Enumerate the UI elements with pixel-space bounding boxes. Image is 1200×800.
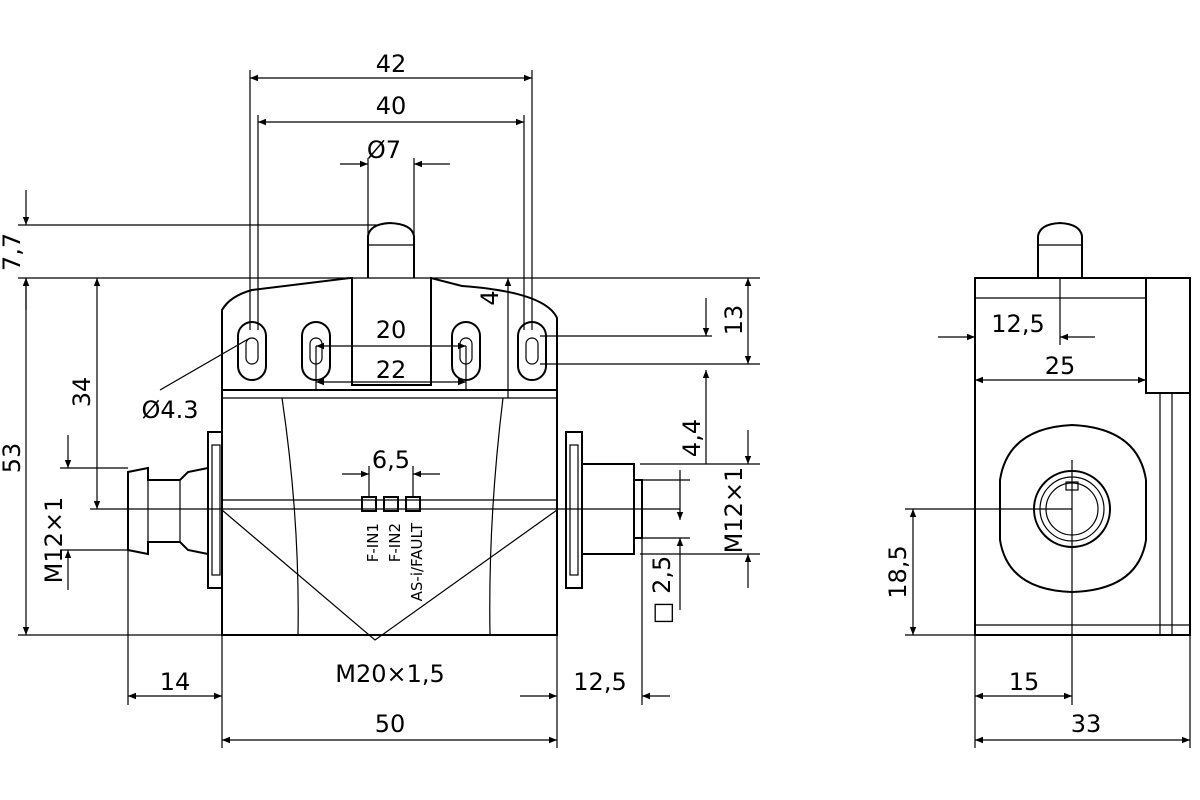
dim-plunger-dia: Ø7	[367, 136, 401, 164]
dim-gland: M20×1,5	[335, 660, 445, 688]
dim-conn-left: M12×1	[40, 497, 68, 584]
dim-pitch-20: 20	[376, 316, 407, 344]
front-dimensions: 42 40 Ø7 7,7 53 34 M12×1 Ø4.3	[0, 50, 760, 748]
dim-34: 34	[68, 377, 96, 408]
side-view	[974, 221, 1191, 636]
dim-40: 40	[376, 92, 407, 120]
side-plunger	[1037, 221, 1083, 278]
dim-side-33: 33	[1071, 710, 1102, 738]
dim-53: 53	[0, 443, 26, 474]
dim-side-15: 15	[1009, 668, 1040, 696]
dim-conn-right: M12×1	[720, 467, 748, 554]
dim-pitch-22: 22	[376, 356, 407, 384]
dim-sq-2-5: □ 2,5	[648, 556, 676, 624]
left-connector	[127, 431, 223, 589]
right-connector	[565, 431, 643, 589]
side-gland-boss	[999, 423, 1147, 594]
led-label-f-in2: F-IN2	[386, 523, 404, 562]
head-outline	[221, 276, 558, 390]
dim-12-5-bottom: 12,5	[573, 668, 626, 696]
dim-side-12-5: 12,5	[991, 310, 1044, 338]
side-housing	[974, 277, 1191, 636]
dim-slot-4: 4	[476, 290, 504, 305]
led-label-f-in1: F-IN1	[364, 523, 382, 562]
side-cover	[1145, 277, 1191, 394]
dim-14: 14	[160, 668, 191, 696]
front-view: F-IN1 F-IN2 AS-i/FAULT	[90, 221, 680, 641]
dim-slot-13: 13	[720, 305, 748, 336]
plunger	[367, 221, 415, 278]
housing-body	[221, 389, 558, 636]
dim-7-7: 7,7	[0, 233, 26, 271]
dim-led-pitch: 6,5	[372, 446, 410, 474]
dim-side-18-5: 18,5	[884, 545, 912, 598]
dim-42: 42	[376, 50, 407, 78]
dim-50: 50	[375, 710, 406, 738]
led-label-as-i-fault: AS-i/FAULT	[408, 522, 426, 601]
dim-side-25: 25	[1045, 352, 1076, 380]
side-dimensions: 12,5 25 18,5 15 33	[884, 278, 1191, 748]
dim-hole-dia: Ø4.3	[141, 396, 198, 424]
dim-4-4: 4,4	[678, 419, 706, 457]
